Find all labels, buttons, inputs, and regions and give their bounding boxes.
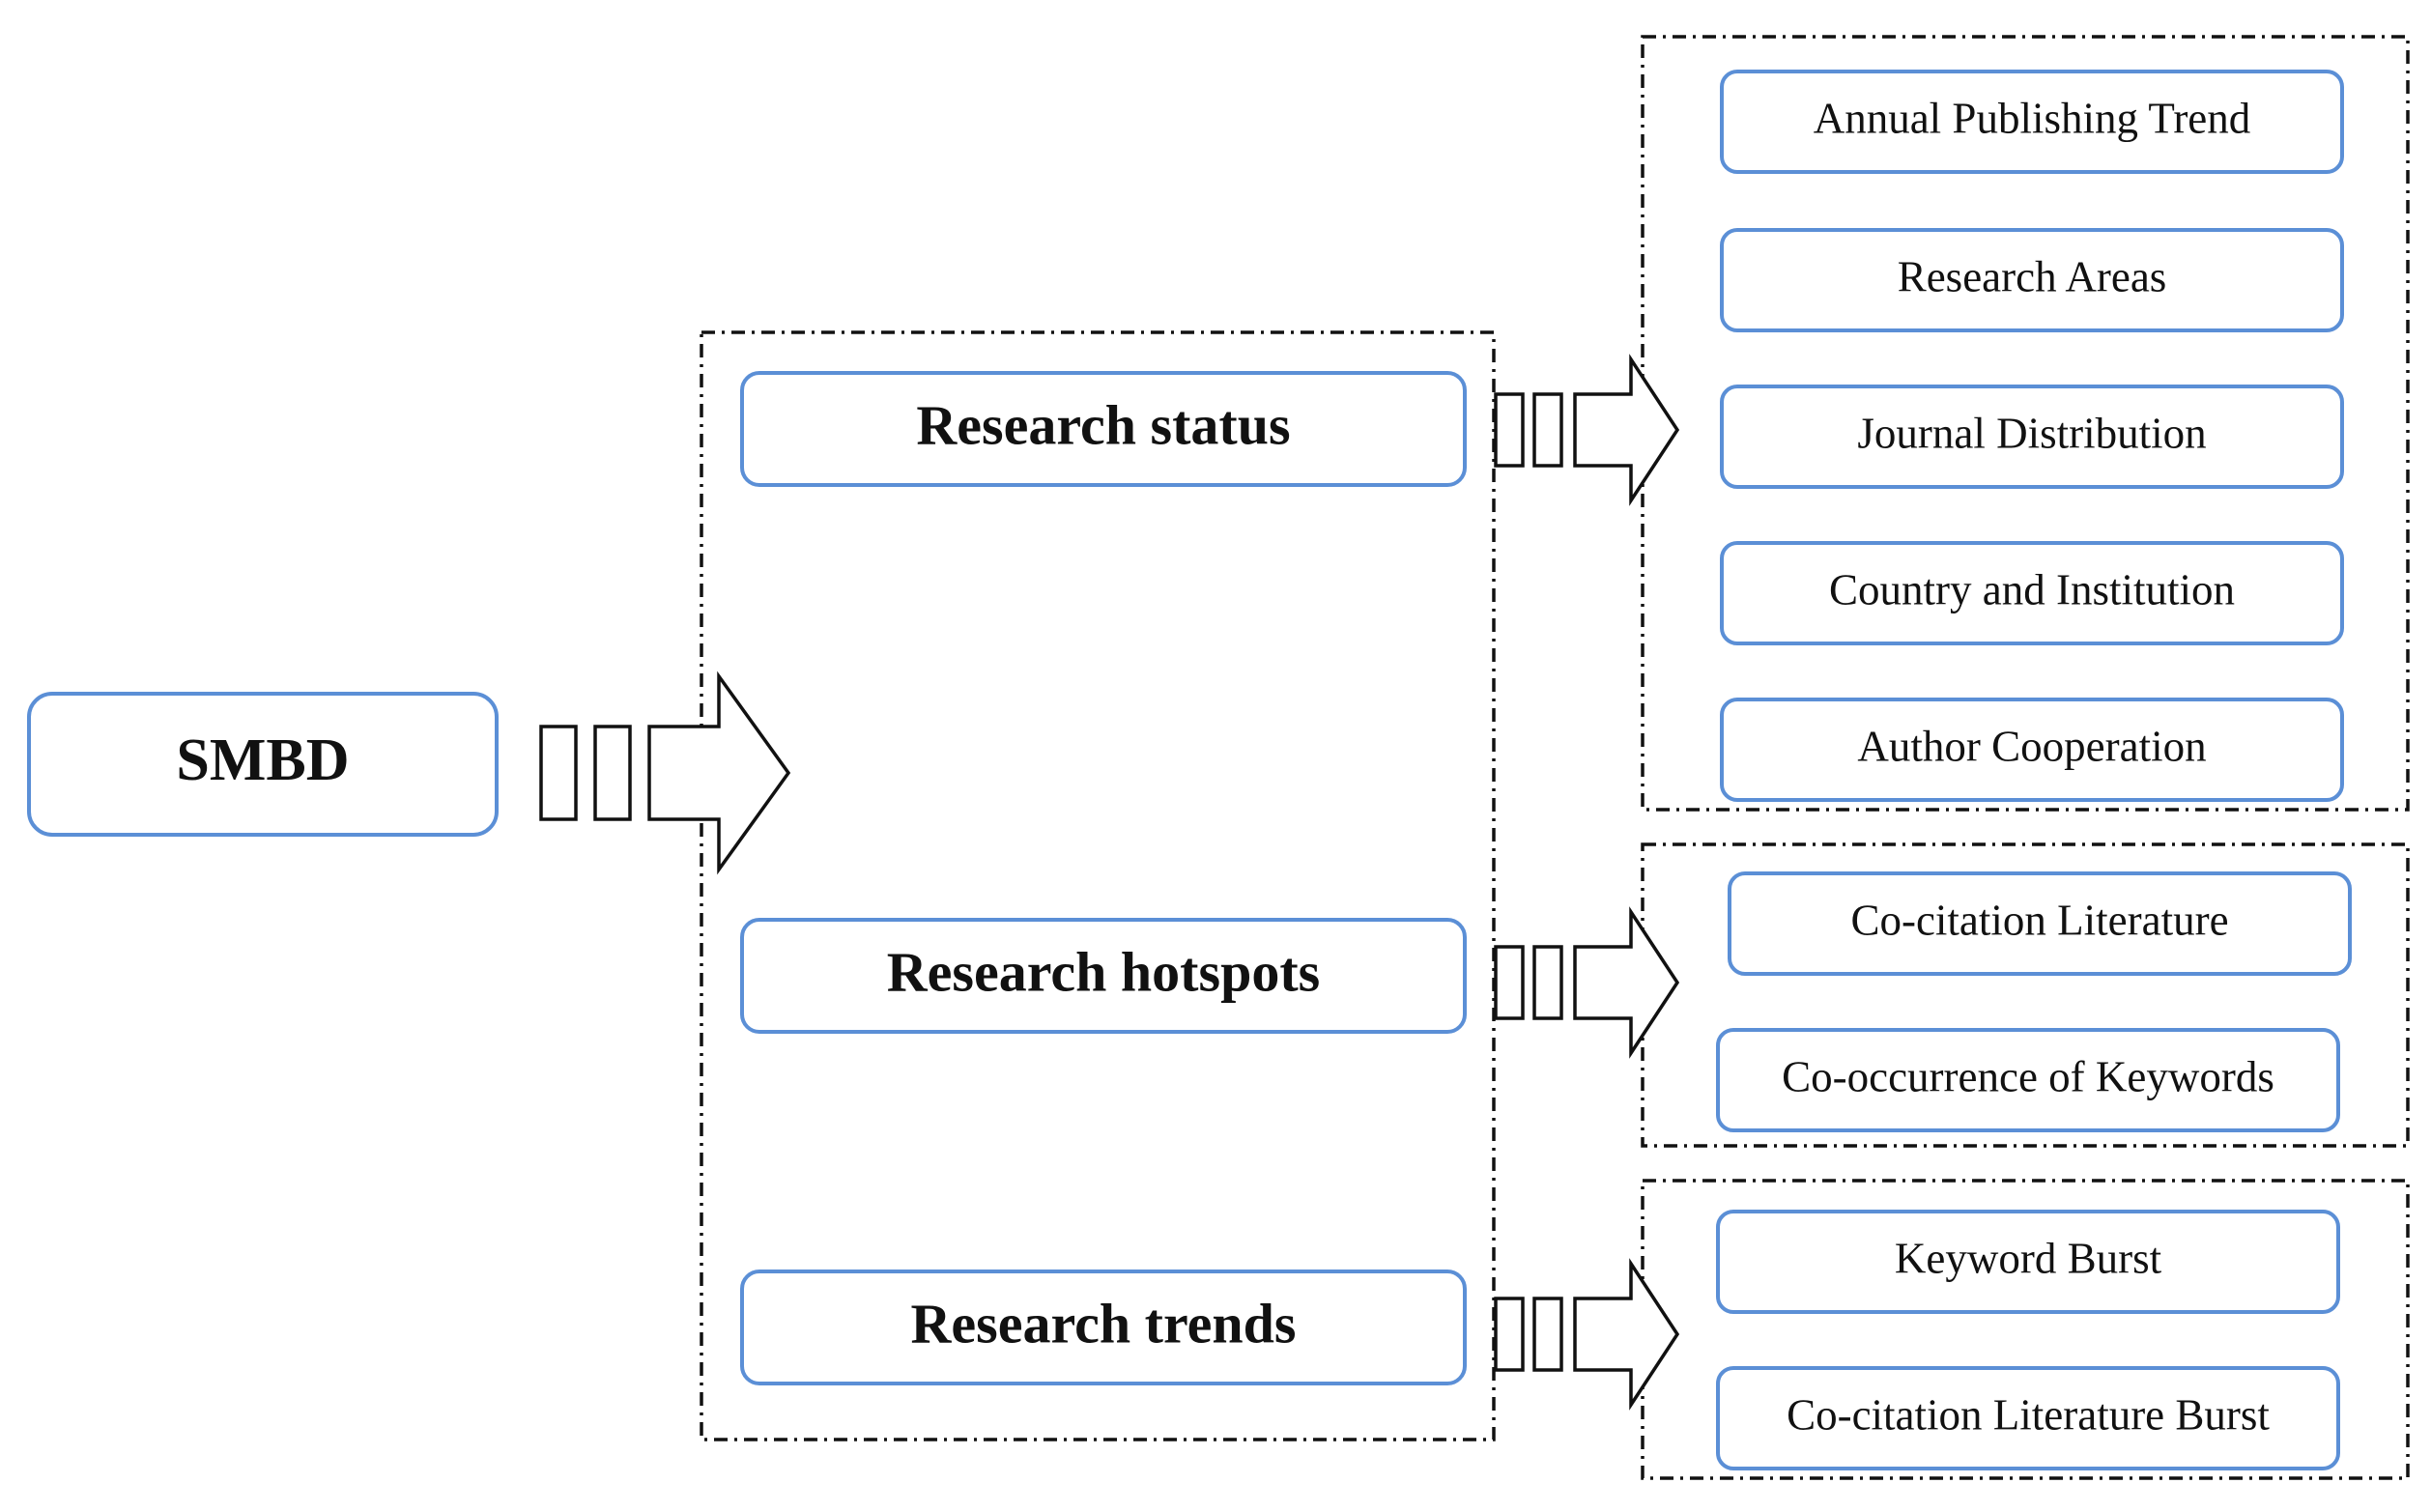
status-arrow-icon — [1494, 354, 1680, 506]
root-label: SMBD — [176, 727, 349, 793]
stage-node-research-trends: Research trends — [740, 1270, 1467, 1385]
hotspot-item-label: Co-citation Literature — [1850, 896, 2228, 944]
trend-item-label: Co-citation Literature Burst — [1787, 1390, 2270, 1439]
status-item-country-and-institution: Country and Institution — [1720, 541, 2344, 645]
status-item-label: Research Areas — [1898, 252, 2167, 300]
status-items-frame — [1641, 35, 2410, 812]
hotspot-item-co-occurrence-of-keywords: Co-occurrence of Keywords — [1716, 1028, 2340, 1132]
status-item-label: Journal Distribution — [1857, 409, 2206, 457]
status-item-label: Country and Institution — [1829, 565, 2235, 613]
trends-arrow-icon — [1494, 1258, 1680, 1411]
stages-frame — [700, 330, 1496, 1441]
status-item-author-cooperation: Author Cooperation — [1720, 698, 2344, 802]
status-item-label: Annual Publishing Trend — [1814, 94, 2251, 142]
stage-node-research-hotspots: Research hotspots — [740, 918, 1467, 1034]
trend-item-keyword-burst: Keyword Burst — [1716, 1210, 2340, 1314]
status-item-annual-publishing-trend: Annual Publishing Trend — [1720, 70, 2344, 174]
root-node: SMBD — [27, 692, 499, 837]
root-to-stages-arrow-icon — [539, 670, 791, 875]
status-item-research-areas: Research Areas — [1720, 228, 2344, 332]
hotspot-item-co-citation-literature: Co-citation Literature — [1728, 871, 2352, 976]
stage-label: Research trends — [911, 1292, 1297, 1355]
stage-label: Research status — [916, 393, 1290, 456]
trend-item-co-citation-literature-burst: Co-citation Literature Burst — [1716, 1366, 2340, 1470]
hotspot-item-label: Co-occurrence of Keywords — [1782, 1052, 2274, 1100]
stage-label: Research hotspots — [887, 940, 1320, 1003]
stage-node-research-status: Research status — [740, 371, 1467, 487]
trend-item-label: Keyword Burst — [1895, 1234, 2162, 1282]
hotspots-arrow-icon — [1494, 906, 1680, 1059]
status-item-journal-distribution: Journal Distribution — [1720, 385, 2344, 489]
status-item-label: Author Cooperation — [1857, 722, 2206, 770]
